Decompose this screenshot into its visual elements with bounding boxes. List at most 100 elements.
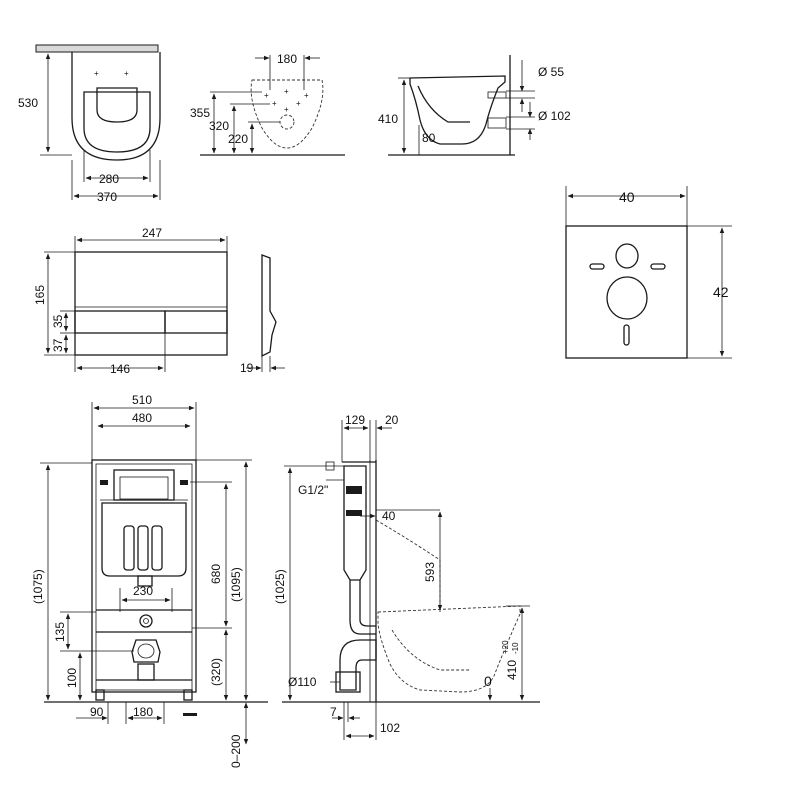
dim-165-label: 165 bbox=[33, 285, 47, 305]
thread-label: G1/2" bbox=[298, 483, 328, 497]
dim-37-label: 37 bbox=[51, 338, 65, 352]
dim-230-label: 230 bbox=[133, 584, 153, 598]
cistern-opening bbox=[119, 476, 169, 500]
toilet-top-view: + + 530 280 370 bbox=[18, 44, 161, 204]
inlet-hole bbox=[615, 243, 639, 269]
hole-mark: + bbox=[272, 99, 277, 108]
dim-90-label: 90 bbox=[90, 705, 104, 719]
cistern-top bbox=[113, 469, 175, 501]
toilet-side-dashed bbox=[377, 605, 521, 693]
outlet-pipe bbox=[487, 117, 507, 129]
tolerance-minus: -10 bbox=[511, 642, 520, 654]
hole-mark: + bbox=[304, 91, 309, 100]
dim-480-label: 480 bbox=[132, 411, 152, 425]
dim-1095-label: (1095) bbox=[229, 567, 243, 602]
bolt-slot-right bbox=[650, 263, 666, 270]
hole-mark: + bbox=[264, 91, 269, 100]
water-inlet bbox=[139, 614, 153, 628]
dim-355-label: 355 bbox=[190, 106, 210, 120]
frame-leg-right bbox=[183, 689, 193, 701]
drain-elbow bbox=[131, 639, 161, 663]
dim-410-label: 410 bbox=[505, 660, 519, 680]
sound-pad-view: 40 42 bbox=[565, 186, 732, 359]
dim-42-label: 42 bbox=[713, 284, 729, 300]
dim-40-label: 40 bbox=[619, 189, 635, 205]
wall-plate bbox=[35, 44, 159, 53]
toilet-side-view: 410 80 Ø 55 Ø 102 bbox=[378, 55, 571, 156]
cistern-rib bbox=[151, 525, 163, 571]
cistern-side bbox=[343, 465, 367, 581]
hole-mark: + bbox=[296, 99, 301, 108]
floor-zero-label: 0 bbox=[484, 673, 492, 689]
dim-40-label: 40 bbox=[382, 509, 396, 523]
drain-slot bbox=[623, 324, 630, 346]
dim-80-label: 80 bbox=[422, 131, 436, 145]
frame-outline bbox=[91, 459, 197, 693]
dim-320-label: 320 bbox=[209, 119, 229, 133]
outlet-circle bbox=[279, 114, 295, 130]
dim-100-label: 100 bbox=[65, 668, 79, 688]
dim-129-label: 129 bbox=[345, 413, 365, 427]
outlet-hole bbox=[606, 276, 648, 320]
dim-593-label: 593 bbox=[423, 562, 437, 582]
dim-d102-label: Ø 102 bbox=[538, 109, 571, 123]
water-inlet-inner bbox=[143, 618, 149, 624]
dim-680-label: 680 bbox=[209, 564, 223, 584]
mount-mark bbox=[180, 480, 188, 485]
fixing-mark-left: + bbox=[94, 69, 99, 78]
dim-1025-label: (1025) bbox=[273, 569, 287, 604]
flush-button-small bbox=[164, 310, 228, 334]
flush-button-large bbox=[74, 310, 166, 334]
drain-bend bbox=[339, 639, 377, 691]
toilet-seat-outline bbox=[83, 91, 151, 153]
hole-mark: + bbox=[284, 105, 289, 114]
dim-135-label: 135 bbox=[53, 622, 67, 642]
cistern-mark bbox=[346, 510, 362, 516]
dim-7-label: 7 bbox=[330, 705, 337, 719]
mount-mark bbox=[100, 480, 108, 485]
dim-35-label: 35 bbox=[51, 314, 65, 328]
dim-180-label: 180 bbox=[133, 705, 153, 719]
toilet-inner-dashed bbox=[391, 629, 470, 671]
cistern-rib bbox=[137, 525, 149, 571]
floor-adjust-mark bbox=[183, 713, 197, 716]
pipe-label: Ø110 bbox=[288, 675, 317, 689]
dim-220-label: 220 bbox=[228, 132, 248, 146]
frame-side-view: G1/2" 129 20 40 593 (1025) Ø110 bbox=[273, 413, 540, 740]
toilet-seat-inner bbox=[96, 87, 138, 123]
flush-pipe bbox=[137, 575, 153, 587]
dim-20-label: 20 bbox=[385, 413, 399, 427]
dim-1075-label: (1075) bbox=[31, 569, 45, 604]
inlet-pipe bbox=[487, 91, 507, 99]
flush-plate-outline bbox=[74, 251, 228, 356]
frame-leg-left bbox=[95, 689, 105, 701]
dim-370-label: 370 bbox=[97, 190, 117, 204]
rear-outline bbox=[250, 79, 324, 149]
bowl-side-outline bbox=[409, 75, 506, 145]
dim-adjust-label: 0–200 bbox=[229, 734, 243, 768]
frame-inner bbox=[95, 463, 193, 691]
flush-pipe-side-2 bbox=[359, 580, 376, 627]
dim-247-label: 247 bbox=[142, 226, 162, 240]
flush-pipe-side bbox=[349, 580, 376, 635]
cistern-body bbox=[101, 502, 187, 577]
dim-d55-label: Ø 55 bbox=[538, 65, 564, 79]
dim-19-label: 19 bbox=[240, 361, 254, 375]
hole-mark: + bbox=[284, 87, 289, 96]
fixing-mark-right: + bbox=[124, 69, 129, 78]
toilet-rear-view: + + + + + + 180 355 320 220 bbox=[190, 52, 345, 156]
bowl-inner-line bbox=[417, 85, 470, 123]
dim-320-label: (320) bbox=[209, 658, 223, 686]
flush-plate-side bbox=[261, 254, 277, 358]
drain-opening bbox=[137, 643, 155, 659]
dim-146-label: 146 bbox=[110, 362, 130, 376]
dim-510-label: 510 bbox=[132, 393, 152, 407]
dim-102-label: 102 bbox=[380, 721, 400, 735]
flush-plate-view: 247 165 35 37 146 19 bbox=[33, 226, 285, 376]
bolt-slot-left bbox=[589, 263, 605, 270]
cistern-rib bbox=[123, 525, 135, 571]
sound-pad-outline bbox=[565, 225, 688, 359]
dim-280-label: 280 bbox=[99, 172, 119, 186]
tolerance-plus: +20 bbox=[501, 640, 510, 654]
